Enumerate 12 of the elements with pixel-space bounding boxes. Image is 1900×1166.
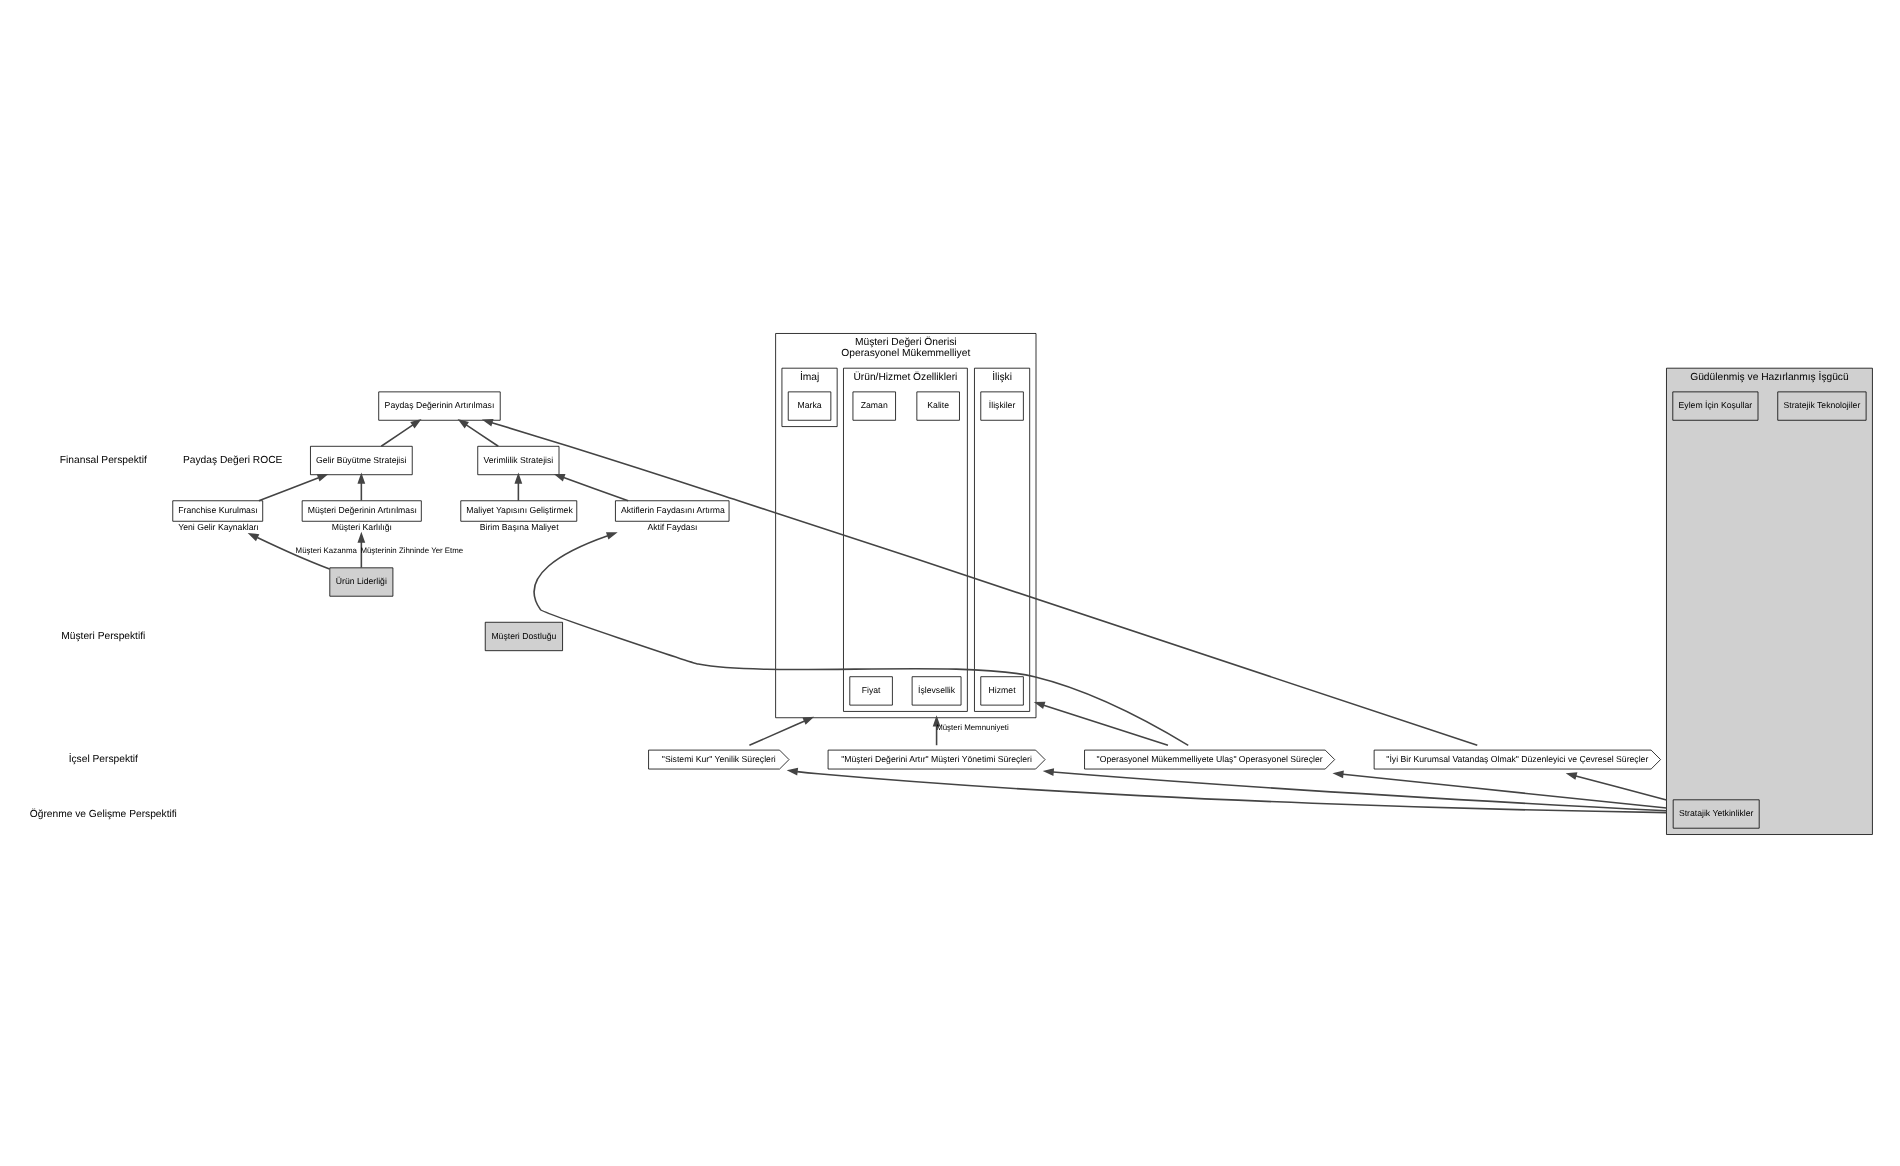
arrow — [457, 418, 500, 447]
arrow — [1033, 700, 1169, 746]
arrow — [1042, 767, 1668, 811]
arrow — [553, 473, 629, 501]
arrow — [1332, 769, 1668, 808]
arrow — [380, 418, 422, 447]
arrow — [786, 766, 1668, 813]
arrow — [258, 472, 329, 501]
arrow — [247, 531, 331, 569]
arrow — [1565, 771, 1668, 800]
arrow — [748, 715, 815, 746]
arrow — [357, 530, 366, 568]
